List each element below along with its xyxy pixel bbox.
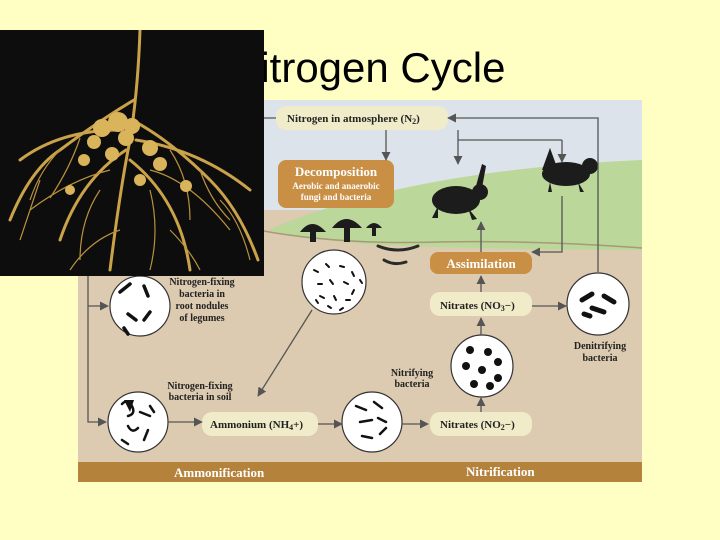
nf-nodules-label-3: root nodules [176,301,229,312]
legume-root-photo [0,30,264,276]
ammonium-label: Ammonium (NH4+) [210,419,303,432]
nitrates-no2-box [430,412,532,436]
root-nodule-bacteria-circle [109,275,171,337]
assimilation-box [430,252,532,274]
nitrates-no3-box [430,292,532,316]
decomposer-bacteria-circle [301,249,367,315]
nf-soil-label-1: Nitrogen-fixing [167,381,232,392]
denitrifying-bacteria-circle [566,272,630,336]
soil-bacteria-circle [107,391,169,453]
decomposition-sub-2: fungi and bacteria [301,192,372,202]
decomposition-label: Decomposition [295,164,378,179]
nitrifying-label-1: Nitrifying [391,368,433,379]
denitrifying-label-1: Denitrifying [574,341,626,352]
nitrification-label: Nitrification [466,464,535,479]
nf-nodules-label-1: Nitrogen-fixing [169,277,234,288]
nitrates-no2-label: Nitrates (NO2−) [440,419,515,432]
ammonium-box [202,412,318,436]
nitrates-no3-label: Nitrates (NO3−) [440,300,515,313]
tree-silhouette [542,148,558,170]
assimilation-label: Assimilation [446,256,516,271]
nf-soil-label-2: bacteria in soil [169,392,232,403]
nf-nodules-label-2: bacteria in [179,289,225,300]
root-debris [376,244,420,266]
nf-nodules-label-4: of legumes [179,313,224,324]
denitrifying-label-2: bacteria [583,353,618,364]
nitrite-bacteria-circle [341,391,403,453]
rabbit-silhouette [432,164,488,220]
nitrifying-bacteria-circle [450,334,514,398]
decomposition-sub-1: Aerobic and anaerobic [292,181,379,191]
atmosphere-box [276,106,448,130]
atmosphere-label: Nitrogen in atmosphere (N2) [287,113,420,126]
mushroom-silhouettes [300,219,382,242]
nitrifying-label-2: bacteria [395,379,430,390]
slide-title: Nitrogen Cycle [230,44,506,91]
bottom-bar [78,462,642,482]
ammonification-label: Ammonification [174,465,265,480]
decomposition-box [278,160,394,208]
